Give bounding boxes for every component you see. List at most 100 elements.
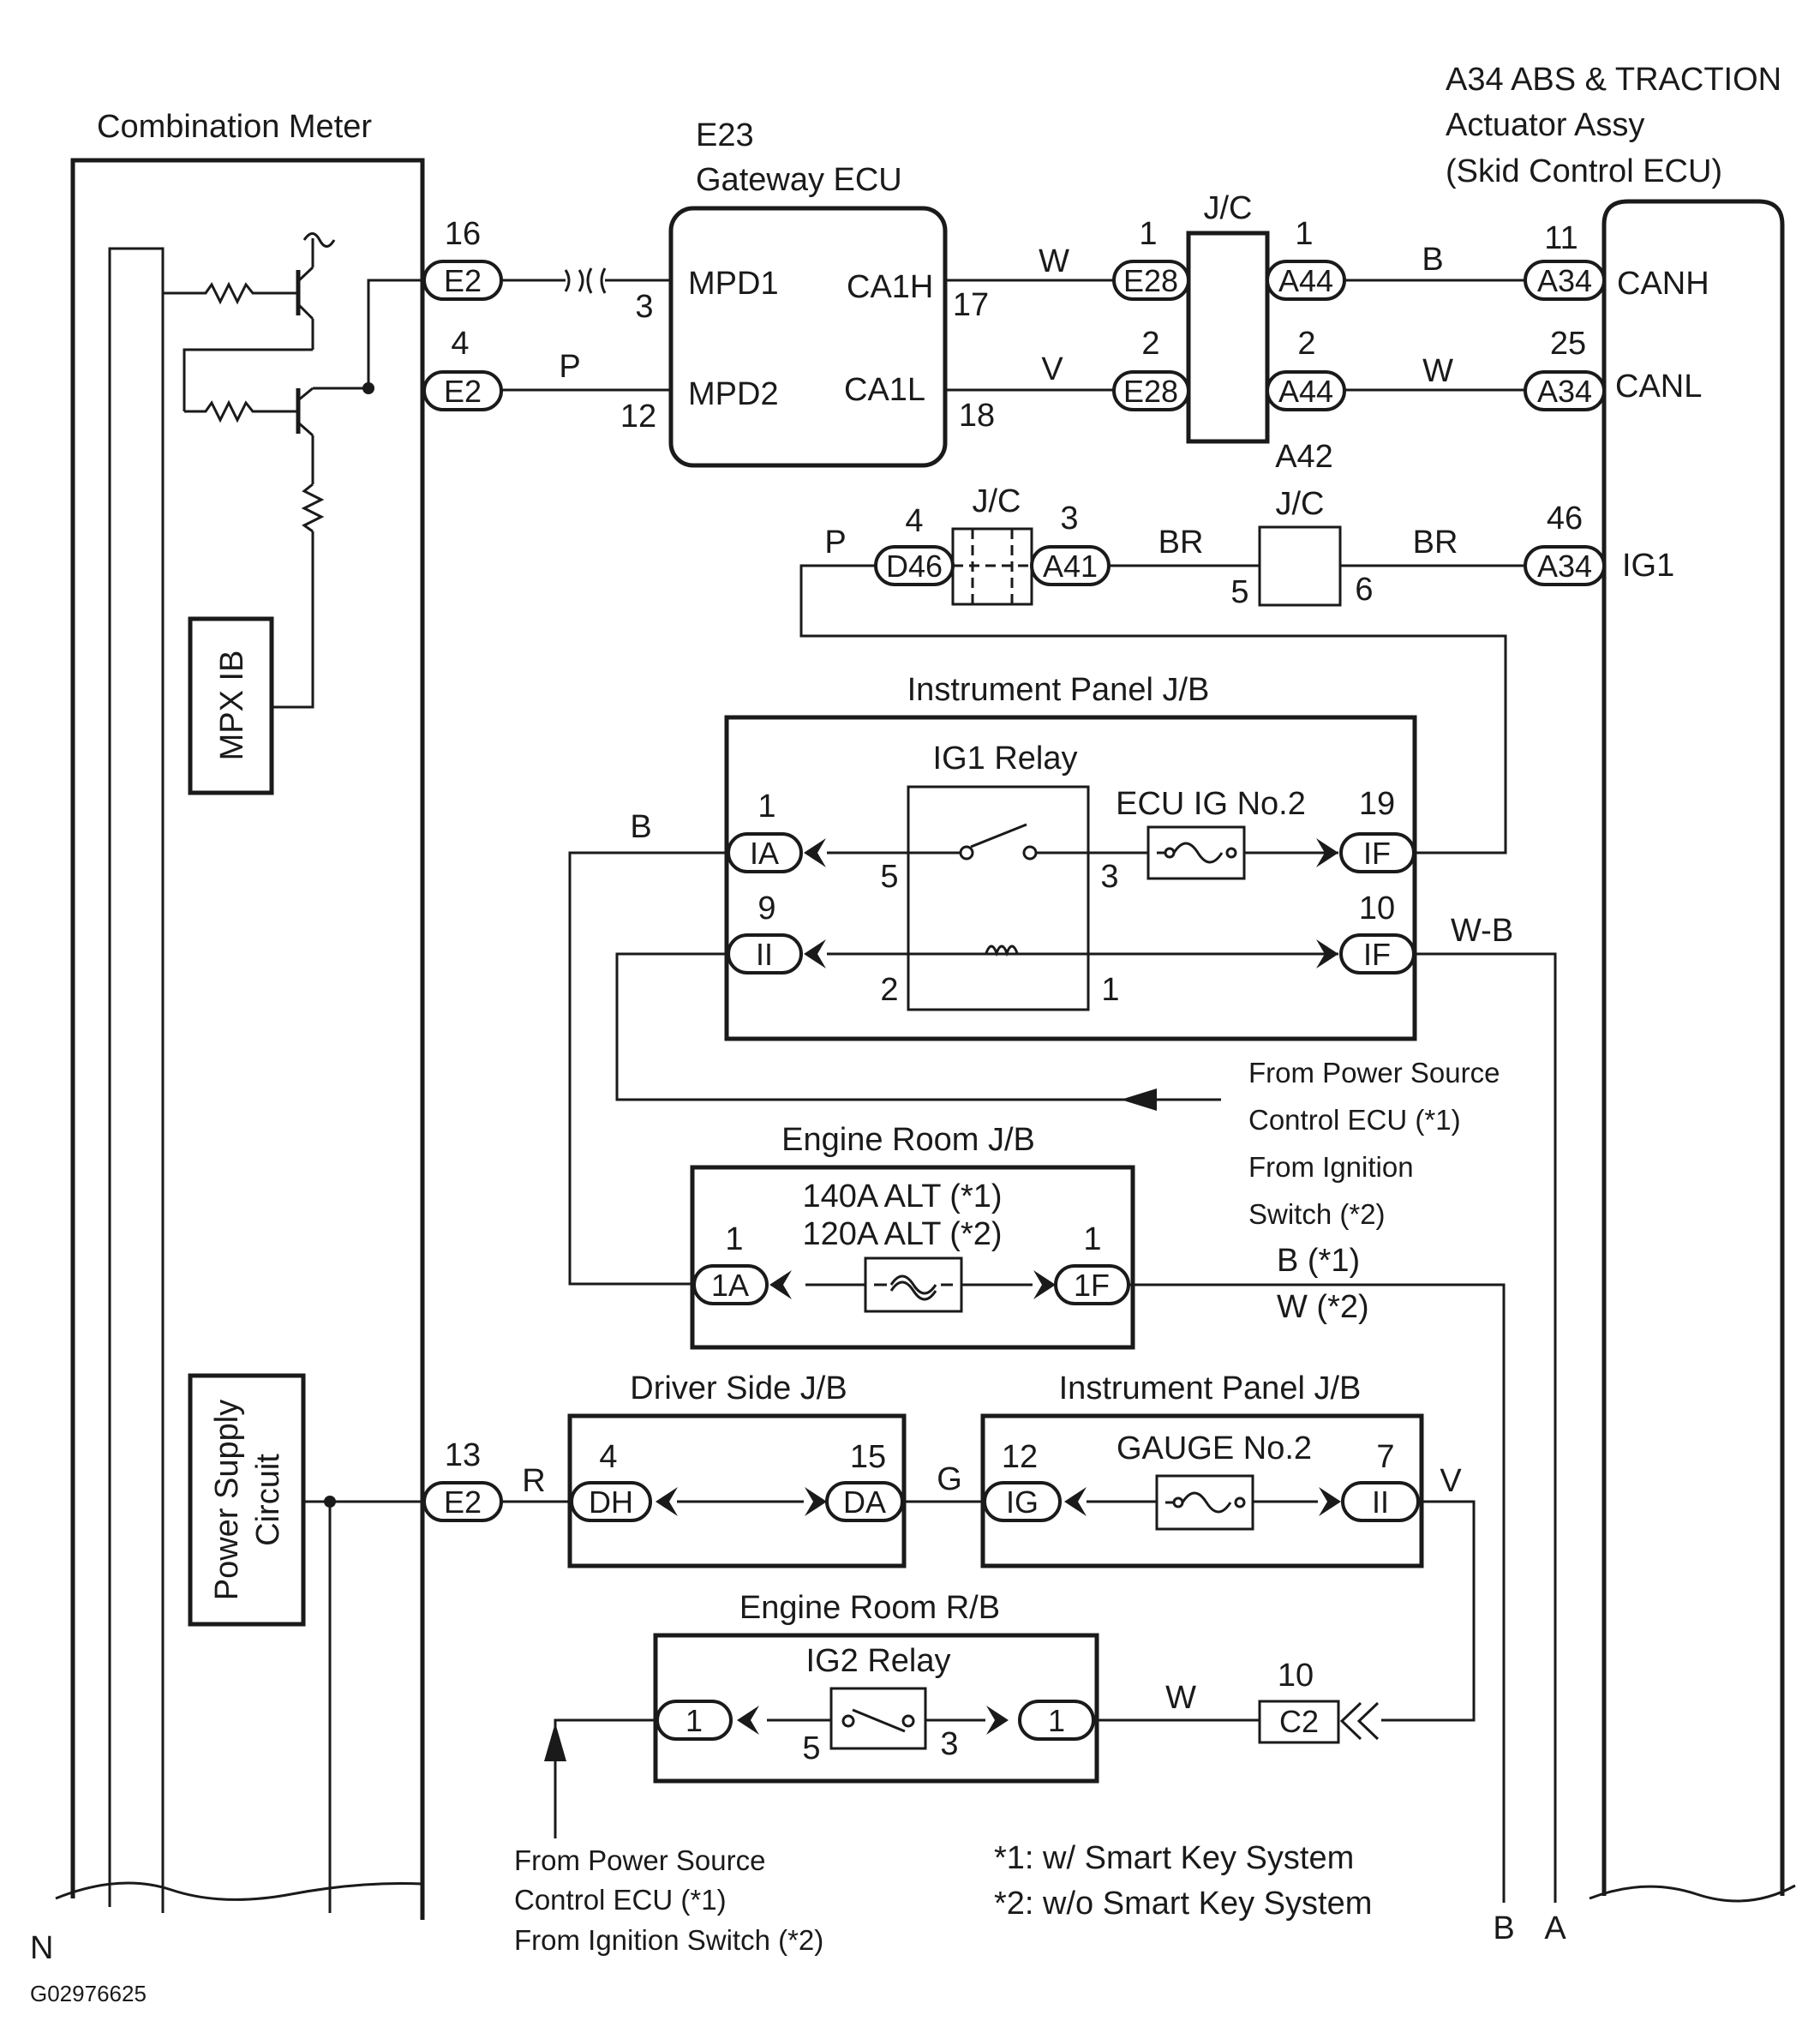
svg-text:E2: E2 xyxy=(444,1484,482,1520)
svg-text:Instrument Panel J/B: Instrument Panel J/B xyxy=(907,672,1210,708)
svg-text:3: 3 xyxy=(635,289,653,325)
svg-text:2: 2 xyxy=(1297,326,1315,362)
svg-text:A34 ABS & TRACTION: A34 ABS & TRACTION xyxy=(1446,62,1781,98)
svg-text:(Skid Control ECU): (Skid Control ECU) xyxy=(1446,153,1722,189)
connector-a44-1: A44 1 xyxy=(1266,216,1346,301)
svg-text:12: 12 xyxy=(620,399,656,435)
svg-text:10: 10 xyxy=(1278,1658,1314,1694)
svg-text:2: 2 xyxy=(880,972,898,1008)
jc-top: J/C xyxy=(1186,190,1270,444)
svg-text:2: 2 xyxy=(1141,326,1159,362)
double-chevron-icon xyxy=(1339,1701,1380,1741)
gateway-ecu: E23 Gateway ECU MPD1 MPD2 CA1H CA1L xyxy=(668,117,948,468)
svg-text:15: 15 xyxy=(850,1439,886,1475)
wire-ii7-to-c2 xyxy=(1381,1500,1476,1722)
connector-d46-4: D46 4 xyxy=(874,503,955,586)
arrow-up-icon xyxy=(544,1723,566,1761)
connector-c2-10: C2 10 xyxy=(1258,1658,1380,1744)
connector-a41-3: A41 3 xyxy=(1030,501,1111,586)
svg-text:A44: A44 xyxy=(1278,374,1333,409)
svg-text:9: 9 xyxy=(757,891,775,927)
engine-room-rb: Engine Room R/B IG2 Relay 5 3 xyxy=(653,1590,1099,1784)
svg-text:E2: E2 xyxy=(444,374,482,409)
wire-ia-to-1a xyxy=(568,851,728,1286)
svg-text:CA1L: CA1L xyxy=(844,372,925,408)
svg-text:A34: A34 xyxy=(1537,374,1592,409)
fuse-icon xyxy=(874,1274,953,1295)
svg-text:1: 1 xyxy=(1101,972,1119,1008)
connector-e2-4: E2 4 xyxy=(422,326,503,411)
svg-text:E2: E2 xyxy=(444,263,482,298)
connector-ii-9: II 9 xyxy=(727,891,803,975)
svg-text:DA: DA xyxy=(843,1484,886,1520)
svg-text:II: II xyxy=(1372,1484,1389,1520)
connector-a34-11: A34 11 xyxy=(1524,220,1606,301)
svg-text:18: 18 xyxy=(959,398,995,434)
connector-dh-4: DH 4 xyxy=(570,1439,652,1522)
wire-color-b1: B (*1) xyxy=(1277,1243,1360,1279)
svg-text:4: 4 xyxy=(905,503,923,539)
svg-text:DH: DH xyxy=(589,1484,633,1520)
wire-1f-to-b xyxy=(1129,1283,1506,1903)
orientation-mark: N xyxy=(30,1930,53,1966)
wire-color-v: V xyxy=(1041,351,1063,387)
svg-text:ECU IG No.2: ECU IG No.2 xyxy=(1116,786,1306,822)
connector-da-15: DA 15 xyxy=(825,1439,904,1522)
svg-text:25: 25 xyxy=(1550,326,1586,362)
footnote-2: *2: w/o Smart Key System xyxy=(994,1886,1372,1922)
connector-1f-1: 1F 1 xyxy=(1054,1221,1130,1305)
svg-text:5: 5 xyxy=(802,1730,820,1766)
svg-text:1: 1 xyxy=(757,789,775,825)
wire-d46-to-if19 xyxy=(799,564,1507,855)
svg-text:Control ECU (*1): Control ECU (*1) xyxy=(1248,1104,1461,1136)
abs-break-line xyxy=(1589,1884,1796,1903)
svg-text:12: 12 xyxy=(1002,1439,1038,1475)
svg-text:CANL: CANL xyxy=(1615,369,1702,405)
svg-text:5: 5 xyxy=(1230,574,1248,610)
svg-text:Engine Room R/B: Engine Room R/B xyxy=(739,1590,1000,1626)
wire-color-w: W xyxy=(1039,243,1069,279)
wire-color-br: BR xyxy=(1413,525,1458,561)
svg-text:3: 3 xyxy=(940,1726,958,1762)
svg-text:13: 13 xyxy=(445,1437,481,1473)
svg-text:A34: A34 xyxy=(1537,549,1592,584)
wire-color-br: BR xyxy=(1158,525,1204,561)
power-supply-circuit-box xyxy=(188,1373,306,1627)
abs-actuator: A34 ABS & TRACTION Actuator Assy (Skid C… xyxy=(1446,62,1796,1903)
mpx-ib-label: MPX IB xyxy=(214,651,250,761)
wire-color-w2: W (*2) xyxy=(1277,1289,1369,1325)
svg-text:IG1: IG1 xyxy=(1622,548,1674,584)
wire-color-g: G xyxy=(937,1461,962,1497)
svg-text:1: 1 xyxy=(1139,216,1157,252)
jc-a42: J/C 5 6 xyxy=(1230,486,1373,610)
svg-text:4: 4 xyxy=(599,1439,617,1475)
jc-a42-code: A42 xyxy=(1275,439,1333,475)
instrument-panel-jb-2: Instrument Panel J/B GAUGE No.2 xyxy=(980,1370,1424,1568)
svg-text:Instrument Panel J/B: Instrument Panel J/B xyxy=(1059,1370,1362,1406)
svg-text:IF: IF xyxy=(1363,836,1391,871)
svg-text:E28: E28 xyxy=(1123,263,1178,298)
jc-top-box xyxy=(1186,231,1270,444)
svg-text:1: 1 xyxy=(725,1221,743,1257)
svg-text:IG: IG xyxy=(1006,1484,1039,1520)
svg-text:IG2 Relay: IG2 Relay xyxy=(806,1643,951,1679)
connector-a44-2: A44 2 xyxy=(1266,326,1346,411)
wire-color-wb: W-B xyxy=(1451,913,1513,949)
meter-break-line xyxy=(55,1881,423,1901)
wire-break-symbol xyxy=(586,267,607,294)
connector-rb-left: 1 xyxy=(656,1700,733,1741)
wire-color-v: V xyxy=(1440,1463,1462,1499)
meter-inner-bar xyxy=(108,247,165,1913)
mpx-ib-box xyxy=(188,616,274,795)
svg-text:From Power Source: From Power Source xyxy=(514,1844,765,1876)
svg-text:Driver Side J/B: Driver Side J/B xyxy=(630,1370,847,1406)
svg-text:6: 6 xyxy=(1355,572,1373,608)
connector-rb-right: 1 xyxy=(1018,1700,1095,1741)
svg-text:16: 16 xyxy=(445,216,481,252)
wire-color-p: P xyxy=(559,349,580,385)
wire-ii9-loop xyxy=(615,952,1221,1101)
wire-color-b: B xyxy=(630,809,651,845)
svg-text:3: 3 xyxy=(1060,501,1078,537)
svg-text:1F: 1F xyxy=(1074,1268,1110,1303)
terminal-b: B xyxy=(1493,1910,1514,1946)
